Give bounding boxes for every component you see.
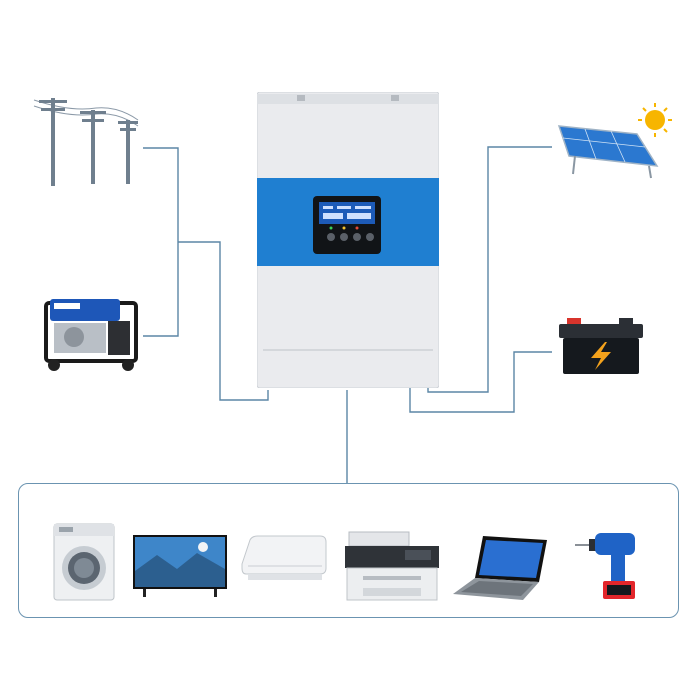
wire-generator (143, 242, 179, 337)
laptop-icon (453, 536, 549, 602)
power-line-icon (30, 92, 142, 188)
solar-panel-icon (555, 100, 673, 180)
generator-icon (40, 295, 144, 375)
wire-solar (427, 146, 552, 393)
drill-icon (573, 523, 643, 601)
air-conditioner-icon (240, 534, 328, 586)
wire-battery (409, 351, 552, 413)
battery-icon (557, 316, 645, 376)
printer-icon (345, 530, 441, 602)
inverter-icon (256, 91, 440, 389)
loads-panel (18, 483, 679, 618)
tv-icon (133, 535, 227, 597)
wire-grid (143, 147, 179, 242)
wire-sources-to-inverter (178, 241, 269, 401)
washing-machine-icon (53, 523, 115, 601)
